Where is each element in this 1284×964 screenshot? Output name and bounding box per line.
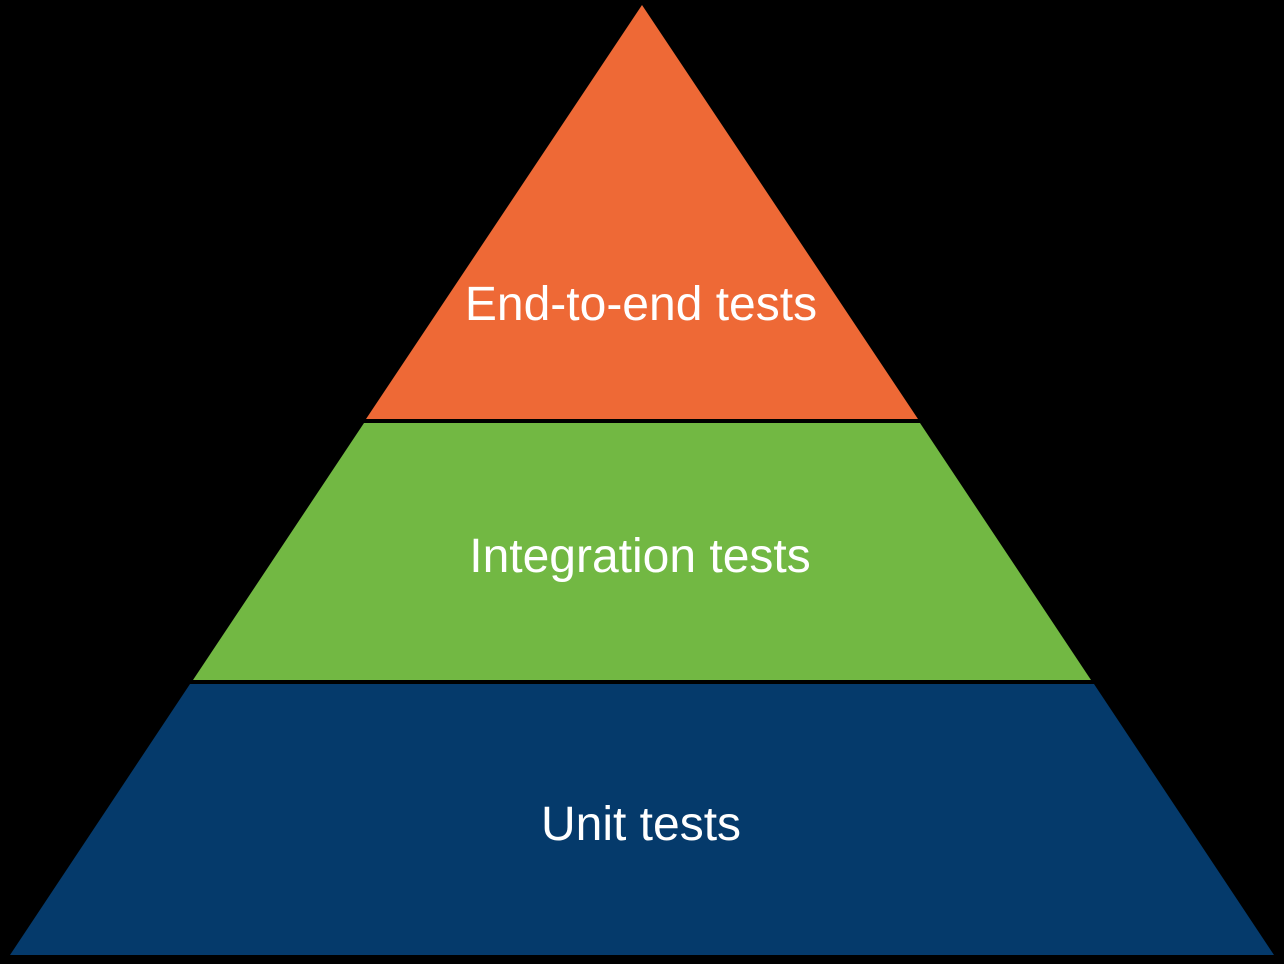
pyramid-layer-end-to-end-tests [366,5,918,419]
layer-label-integration-tests: Integration tests [469,530,811,583]
pyramid-layer-integration-tests [193,423,1091,680]
layer-label-end-to-end-tests: End-to-end tests [465,278,817,331]
pyramid-layer-unit-tests [10,684,1274,955]
layer-label-unit-tests: Unit tests [541,798,741,851]
